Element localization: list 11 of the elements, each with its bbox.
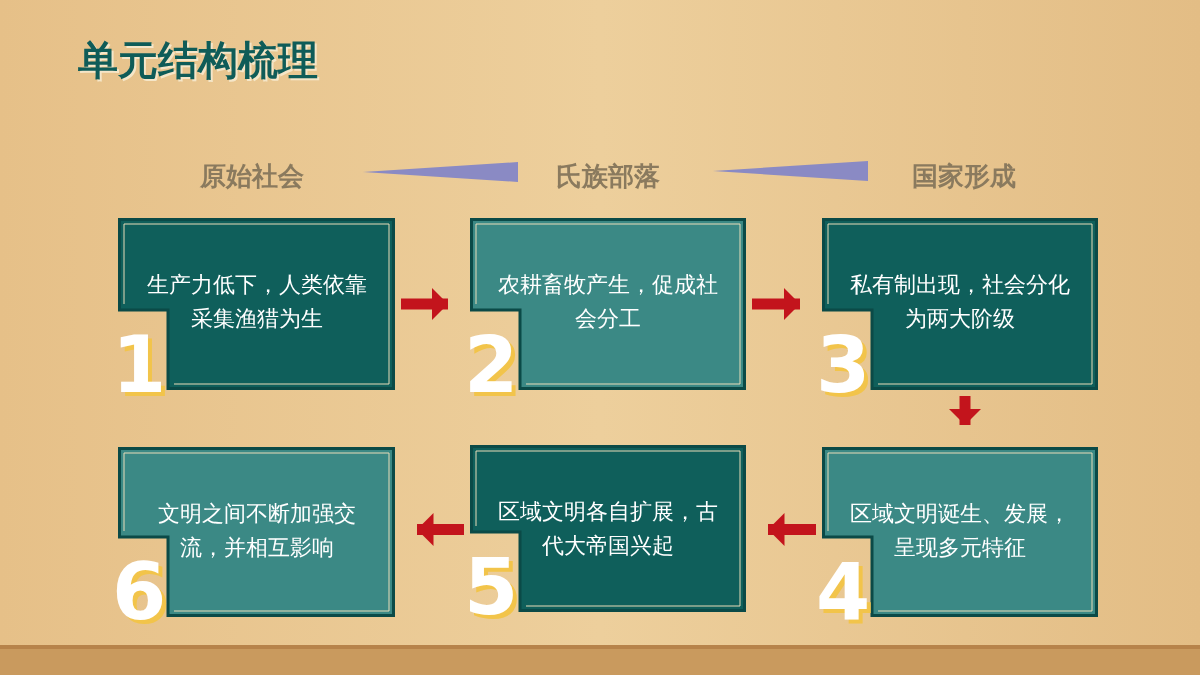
arrow <box>417 513 464 546</box>
arrow <box>752 287 800 321</box>
title: 单元结构梳理 <box>78 36 318 85</box>
arrow <box>948 396 982 425</box>
arrow <box>768 513 816 546</box>
step-box <box>118 218 395 390</box>
step-box <box>470 218 746 390</box>
stage-heading: 国家形成 <box>912 160 1016 193</box>
arrow <box>401 287 448 321</box>
stage-heading: 氏族部落 <box>556 160 660 193</box>
stage-heading: 原始社会 <box>200 160 304 193</box>
